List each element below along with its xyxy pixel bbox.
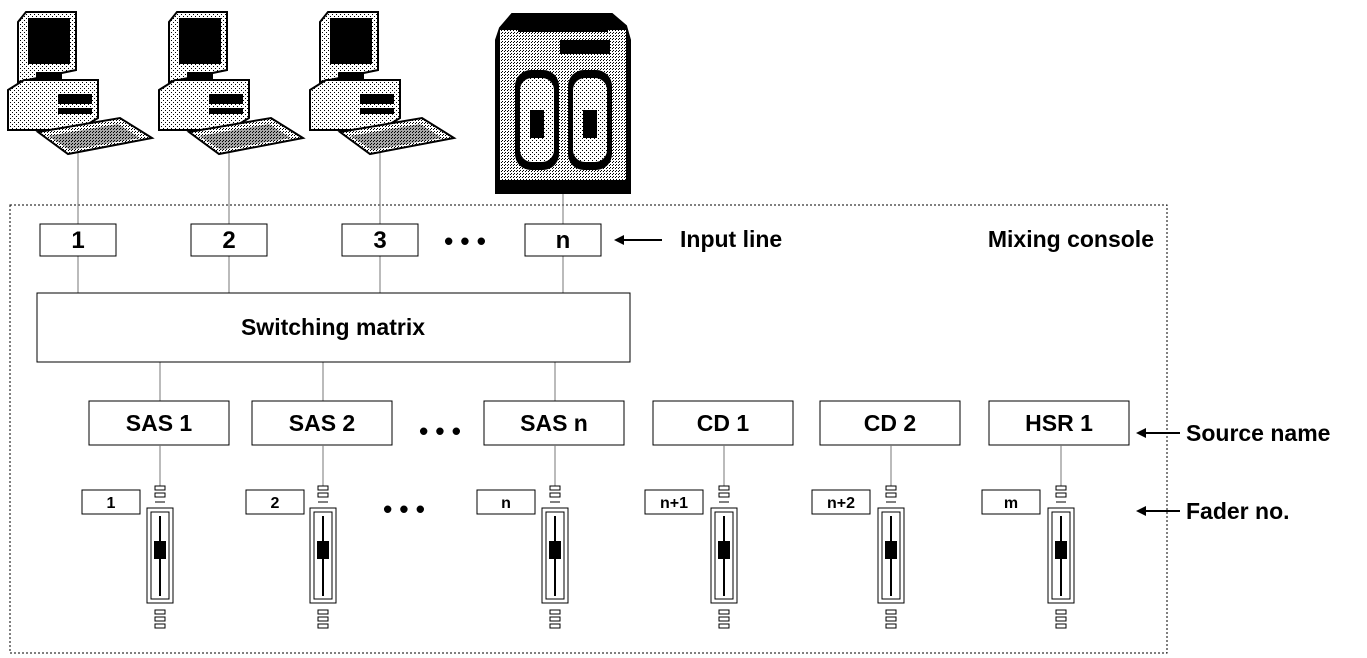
input-line-label: Input line xyxy=(680,226,782,252)
source-box: SAS n xyxy=(484,401,624,445)
input-box-n: n xyxy=(525,224,601,256)
fader-no-arrow xyxy=(1136,506,1180,516)
source-box: SAS 1 xyxy=(89,401,229,445)
input-box-label: 3 xyxy=(373,227,386,254)
source-box: SAS 2 xyxy=(252,401,392,445)
fader-number: 2 xyxy=(271,495,280,512)
computer-icon xyxy=(8,12,152,154)
source-label: CD 1 xyxy=(697,410,750,436)
mixing-console-label: Mixing console xyxy=(988,226,1154,252)
source-box: CD 1 xyxy=(653,401,793,445)
input-box-1: 1 xyxy=(40,224,116,256)
fader-number: m xyxy=(1004,495,1018,512)
source-box: CD 2 xyxy=(820,401,960,445)
source-label: CD 2 xyxy=(864,410,916,436)
source-label: HSR 1 xyxy=(1025,410,1093,436)
fader: m xyxy=(982,445,1074,628)
input-box-label: 1 xyxy=(71,227,84,254)
fader: n+1 xyxy=(645,445,737,628)
fader-number: n+2 xyxy=(827,495,855,512)
input-box-3: 3 xyxy=(342,224,418,256)
fader-number-box: n xyxy=(477,490,535,514)
computer-icon xyxy=(310,12,454,154)
switching-matrix-label: Switching matrix xyxy=(241,314,425,340)
fader-number: n xyxy=(501,495,511,512)
input-ellipsis: • • • xyxy=(444,226,486,256)
source-box: HSR 1 xyxy=(989,401,1129,445)
fader-ellipsis: • • • xyxy=(383,494,425,524)
input-line-arrow xyxy=(614,235,662,245)
source-name-arrow xyxy=(1136,428,1180,438)
fader-number: n+1 xyxy=(660,495,688,512)
source-label: SAS n xyxy=(520,410,588,436)
server-icon xyxy=(496,14,630,193)
input-box-2: 2 xyxy=(191,224,267,256)
fader: n xyxy=(477,445,568,628)
fader-number-box: n+1 xyxy=(645,490,703,514)
fader: 1 xyxy=(82,445,173,628)
fader-no-label: Fader no. xyxy=(1186,498,1290,524)
source-label: SAS 2 xyxy=(289,410,355,436)
computer-icon xyxy=(159,12,303,154)
source-name-label: Source name xyxy=(1186,420,1330,446)
input-box-label: n xyxy=(556,227,571,254)
fader: 2 xyxy=(246,445,336,628)
fader-number-box: 2 xyxy=(246,490,304,514)
fader: n+2 xyxy=(812,445,904,628)
source-label: SAS 1 xyxy=(126,410,193,436)
fader-number: 1 xyxy=(107,495,116,512)
fader-number-box: 1 xyxy=(82,490,140,514)
source-ellipsis: • • • xyxy=(419,416,461,446)
fader-number-box: n+2 xyxy=(812,490,870,514)
fader-number-box: m xyxy=(982,490,1040,514)
input-box-label: 2 xyxy=(222,227,235,254)
